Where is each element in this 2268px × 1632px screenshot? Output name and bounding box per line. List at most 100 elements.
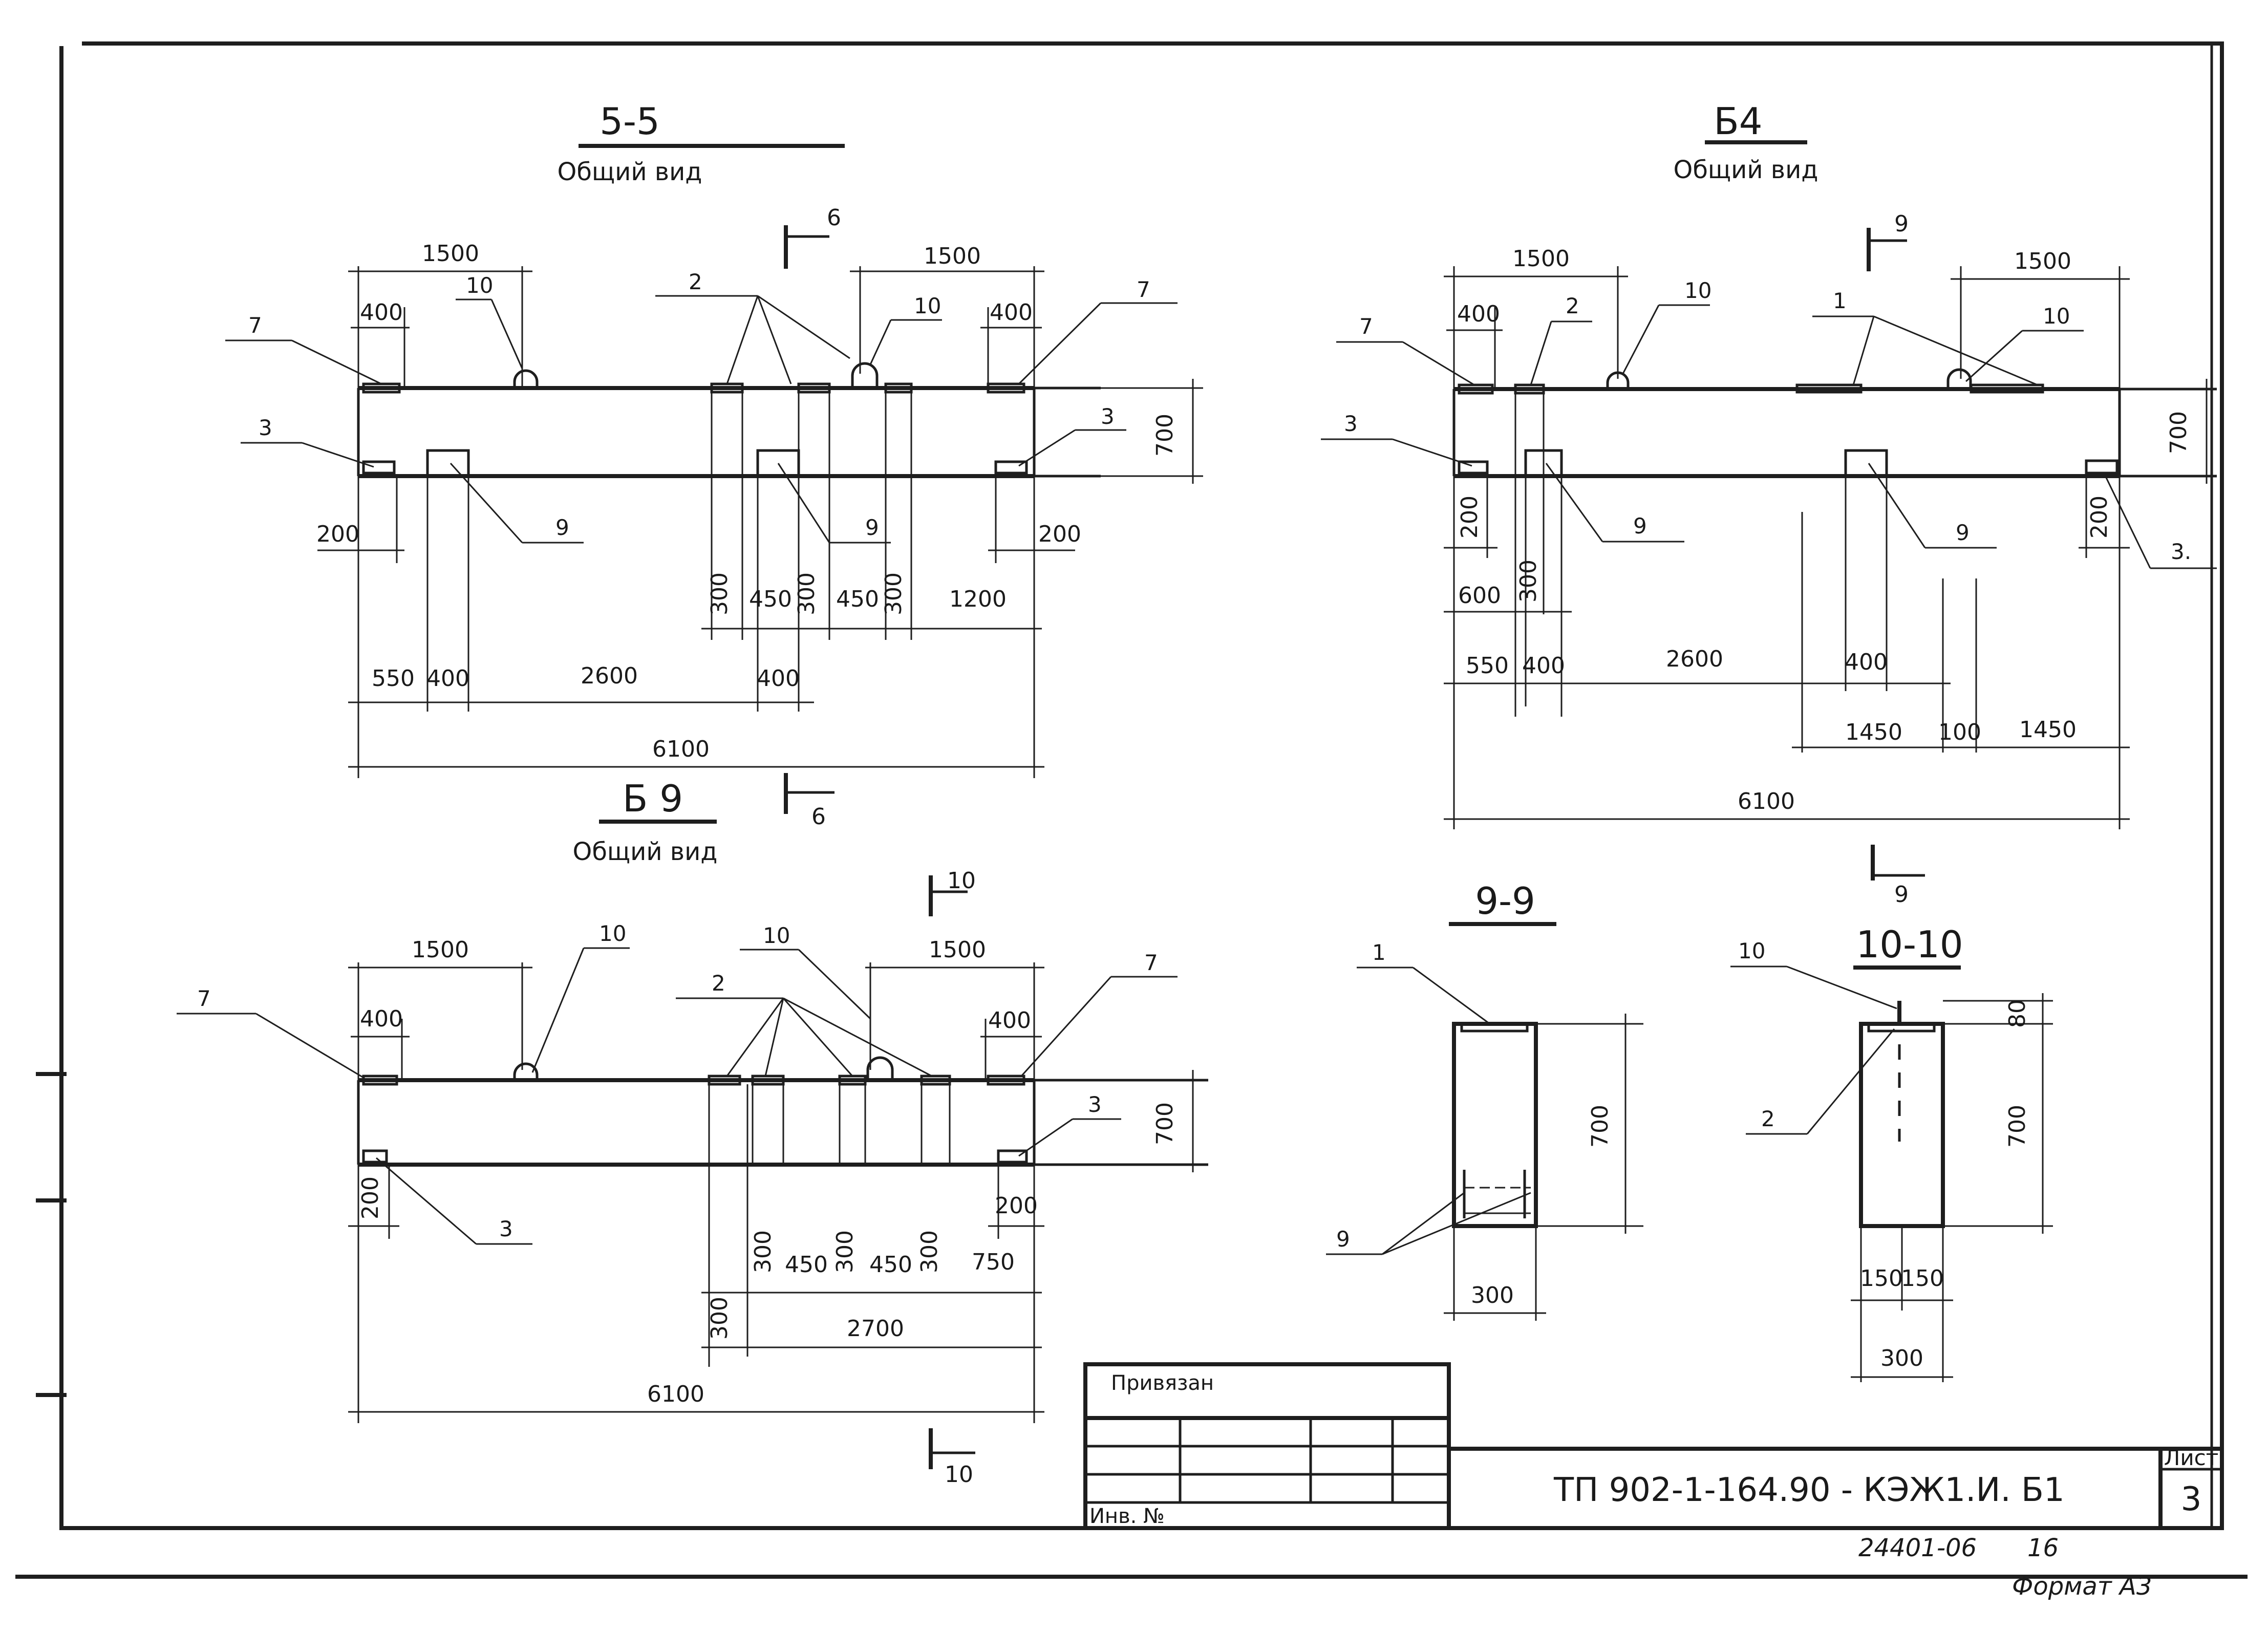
dim-150: 150 — [1860, 1265, 1903, 1292]
dim-700: 700 — [2166, 411, 2192, 454]
section-title: 9-9 — [1475, 879, 1535, 922]
callouts: 7 2 10 1 10 3 3. 9 9 — [1321, 278, 2217, 569]
dim-6100: 6100 — [652, 736, 710, 762]
dim-300: 300 — [881, 572, 907, 615]
callout-10: 10 — [599, 921, 626, 946]
dim-100: 100 — [1938, 719, 1981, 745]
callout-1: 1 — [1833, 288, 1847, 313]
dim-600: 600 — [1458, 583, 1501, 609]
callout-9: 9 — [555, 515, 569, 540]
section-cut-mark-bottom: 6 — [784, 773, 835, 830]
dim-200: 200 — [357, 1176, 383, 1219]
callouts: 7 10 10 2 7 3 3 — [177, 921, 1178, 1245]
dim-450: 450 — [785, 1252, 828, 1278]
dim-80: 80 — [2004, 999, 2030, 1028]
section-9-9: 9-9 700 300 1 9 — [1326, 879, 1643, 1321]
cut-label: 9 — [1894, 211, 1909, 237]
callout-2: 2 — [689, 269, 702, 294]
view-title: 5-5 — [600, 100, 660, 143]
callouts: 10 2 — [1730, 938, 1897, 1135]
callout-9: 9 — [1956, 520, 1970, 545]
callout-7: 7 — [1137, 277, 1150, 302]
title-block: Привязан Инв. № ТП 902-1-164.90 - КЭЖ1.И… — [1083, 1362, 2224, 1530]
dim-300: 300 — [1515, 560, 1542, 603]
view-5-5: 5-5 Общий вид — [225, 100, 1203, 830]
dim-6100: 6100 — [1738, 788, 1795, 814]
dim-700: 700 — [1587, 1105, 1613, 1148]
callout-3: 3 — [499, 1216, 513, 1241]
callout-3: 3 — [1088, 1092, 1102, 1117]
section-10-10: 10-10 80 700 150 150 300 10 2 — [1730, 923, 2053, 1382]
sheet-number: 3 — [2181, 1480, 2202, 1518]
dim-1450: 1450 — [2019, 717, 2077, 743]
dim-300: 300 — [794, 572, 820, 615]
section-cut-mark-bottom: 10 — [929, 1428, 975, 1488]
dim-1500: 1500 — [1512, 246, 1570, 272]
callouts: 1 9 — [1326, 940, 1531, 1255]
callout-10: 10 — [914, 293, 941, 318]
format-label: Формат А3 — [2012, 1572, 2152, 1601]
callout-2: 2 — [712, 971, 725, 996]
dim-300: 300 — [707, 1297, 733, 1340]
callout-7: 7 — [1144, 950, 1158, 975]
dim-550: 550 — [372, 665, 415, 692]
callout-3: 3 — [1101, 404, 1115, 429]
callout-3: 3. — [2171, 539, 2191, 564]
callout-3: 3 — [1344, 411, 1358, 436]
section-cut-mark-bottom: 9 — [1871, 845, 1925, 908]
dim-1500: 1500 — [924, 243, 981, 269]
section-cut-mark-top: 10 — [929, 868, 976, 916]
callout-10: 10 — [466, 273, 493, 298]
dim-300: 300 — [916, 1230, 943, 1273]
dimensions: 700 300 — [1444, 1014, 1627, 1314]
beam-body — [1452, 266, 2217, 829]
dim-1500: 1500 — [929, 937, 986, 963]
dim-1500: 1500 — [412, 937, 469, 963]
dim-700: 700 — [1152, 414, 1178, 457]
dim-200: 200 — [1038, 521, 1081, 547]
dim-700: 700 — [2004, 1105, 2030, 1148]
dim-700: 700 — [1152, 1102, 1178, 1145]
attached-label: Привязан — [1111, 1371, 1214, 1395]
beam-body — [357, 266, 1101, 778]
view-b4: Б4 Общий вид — [1321, 100, 2217, 908]
dim-1450: 1450 — [1845, 719, 1902, 745]
dim-150: 150 — [1901, 1265, 1944, 1292]
dim-2600: 2600 — [581, 663, 638, 689]
dim-400: 400 — [990, 299, 1033, 326]
callout-7: 7 — [248, 313, 262, 338]
document-code: ТП 902-1-164.90 - КЭЖ1.И. Б1 — [1553, 1471, 2065, 1509]
callouts: 7 10 2 10 7 3 3 9 9 — [225, 269, 1178, 544]
dim-450: 450 — [869, 1252, 912, 1278]
dim-450: 450 — [749, 586, 792, 612]
callout-7: 7 — [197, 986, 211, 1011]
dim-300: 300 — [1471, 1282, 1514, 1308]
callout-9: 9 — [1336, 1227, 1350, 1252]
section-body — [1452, 1022, 1643, 1321]
section-body — [1859, 1000, 2053, 1382]
callout-1: 1 — [1372, 940, 1386, 965]
dim-200: 200 — [2086, 496, 2112, 539]
dim-400: 400 — [426, 665, 469, 692]
view-b9: Б 9 Общий вид — [177, 777, 1208, 1488]
dim-400: 400 — [360, 1006, 403, 1032]
dim-400: 400 — [1457, 301, 1500, 327]
view-subtitle: Общий вид — [1674, 156, 1818, 184]
dimensions: 1500 400 1500 700 200 200 600 300 550 40… — [1444, 246, 2208, 820]
dim-300: 300 — [707, 572, 733, 615]
page-number: 16 — [2027, 1534, 2059, 1562]
dim-400: 400 — [757, 665, 800, 692]
dim-750: 750 — [972, 1249, 1015, 1275]
cut-label: 6 — [811, 804, 826, 830]
cut-label: 6 — [827, 205, 841, 231]
dim-400: 400 — [988, 1007, 1031, 1034]
callout-10: 10 — [2043, 304, 2070, 329]
dimensions: 80 700 150 150 300 — [1851, 993, 2044, 1378]
dim-1500: 1500 — [422, 241, 479, 267]
beam-body — [357, 962, 1208, 1423]
cut-label: 10 — [945, 1462, 973, 1488]
dimensions: 1500 400 1500 400 700 200 200 300 450 30… — [316, 241, 1203, 768]
callout-2: 2 — [1761, 1106, 1775, 1131]
dim-1200: 1200 — [949, 586, 1007, 612]
footer-notes: 24401-06 16 Формат А3 — [1858, 1534, 2152, 1601]
